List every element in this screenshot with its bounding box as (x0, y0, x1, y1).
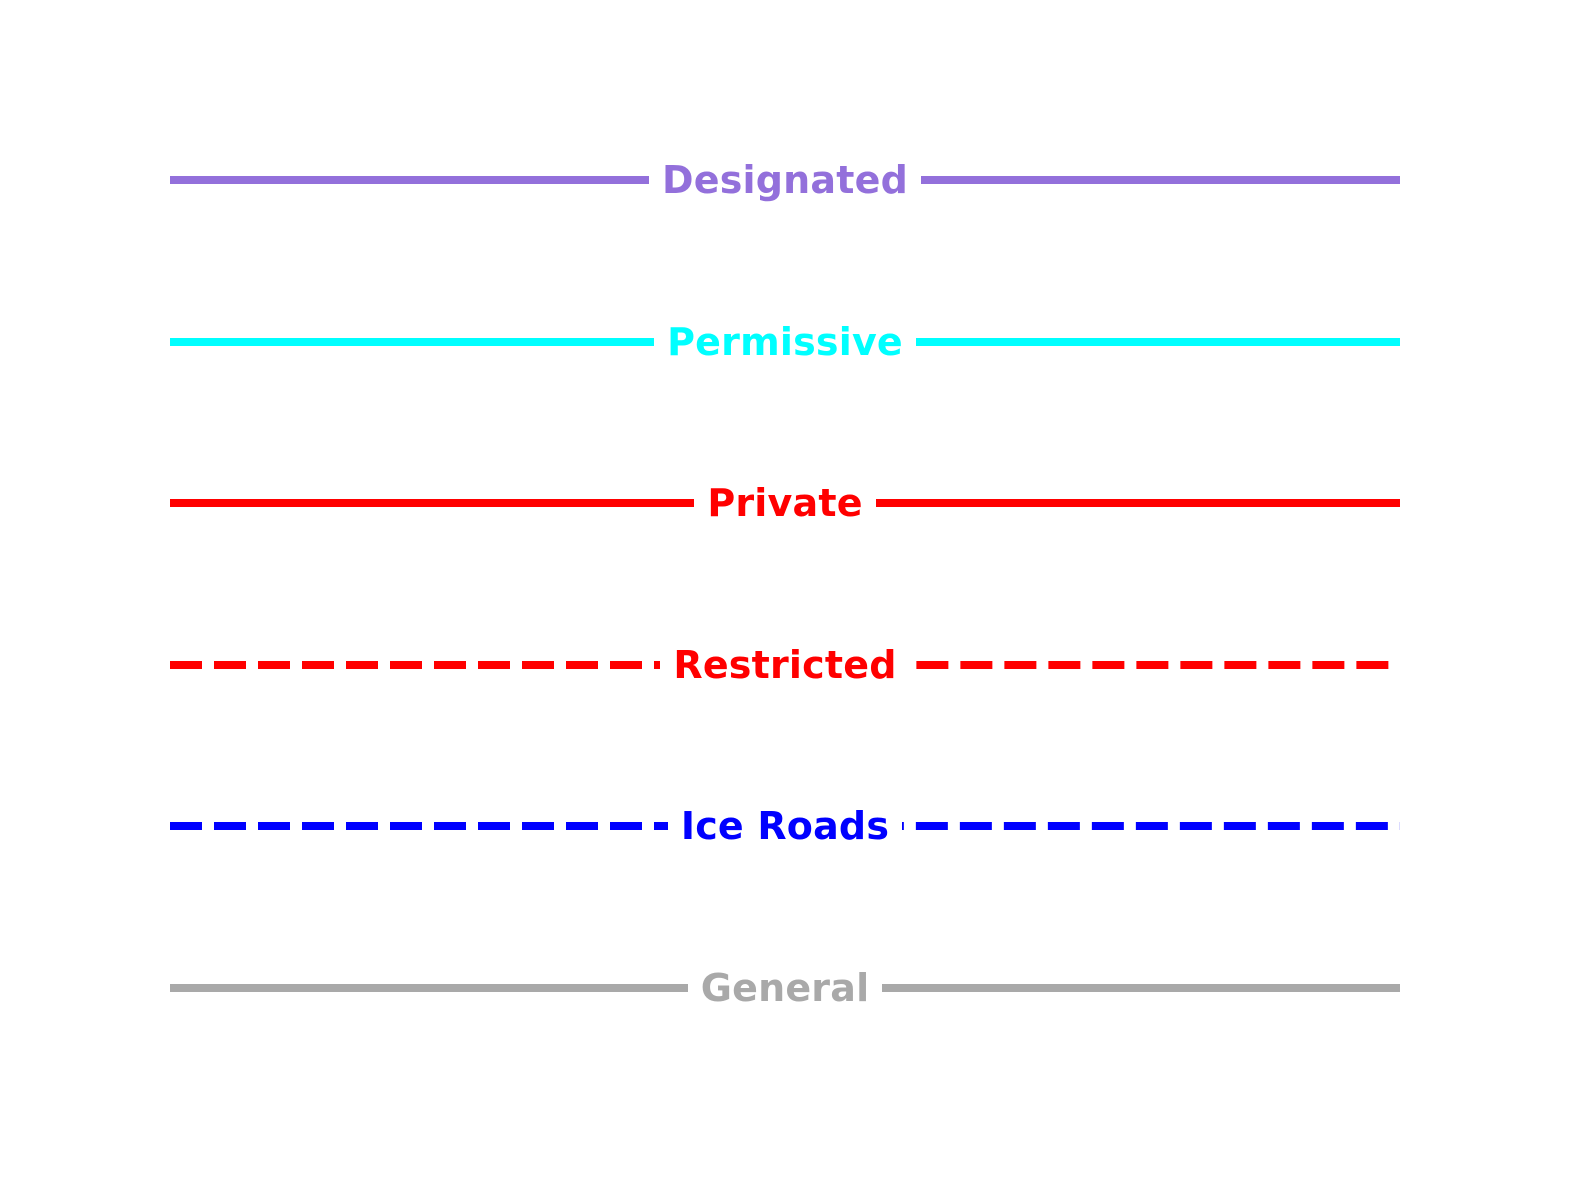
legend-line-right-permissive (915, 338, 1401, 346)
legend-line-right-designated (921, 176, 1400, 184)
legend-entry-general: General (170, 958, 1401, 1018)
legend-line-left-permissive (170, 338, 655, 346)
legend-line-right-restricted (909, 661, 1400, 669)
legend-line-right-private (875, 499, 1400, 507)
legend-entry-designated: Designated (170, 150, 1400, 210)
legend-entry-restricted: Restricted (170, 635, 1400, 695)
legend-line-left-private (170, 499, 695, 507)
legend-entry-private: Private (170, 473, 1400, 533)
legend-label-restricted: Restricted (673, 643, 897, 687)
legend-line-right-general (882, 984, 1401, 992)
legend-line-left-designated (170, 176, 649, 184)
legend-label-designated: Designated (662, 158, 908, 202)
legend-entry-ice-roads: Ice Roads (170, 796, 1401, 856)
legend-label-permissive: Permissive (667, 320, 903, 364)
legend-line-left-ice-roads (170, 822, 668, 830)
legend-line-right-ice-roads (902, 822, 1401, 830)
legend-label-general: General (700, 966, 870, 1010)
legend-label-ice-roads: Ice Roads (680, 804, 890, 848)
legend-label-private: Private (707, 481, 863, 525)
legend-entry-permissive: Permissive (170, 312, 1401, 372)
legend-line-left-general (170, 984, 688, 992)
legend-line-left-restricted (170, 661, 661, 669)
